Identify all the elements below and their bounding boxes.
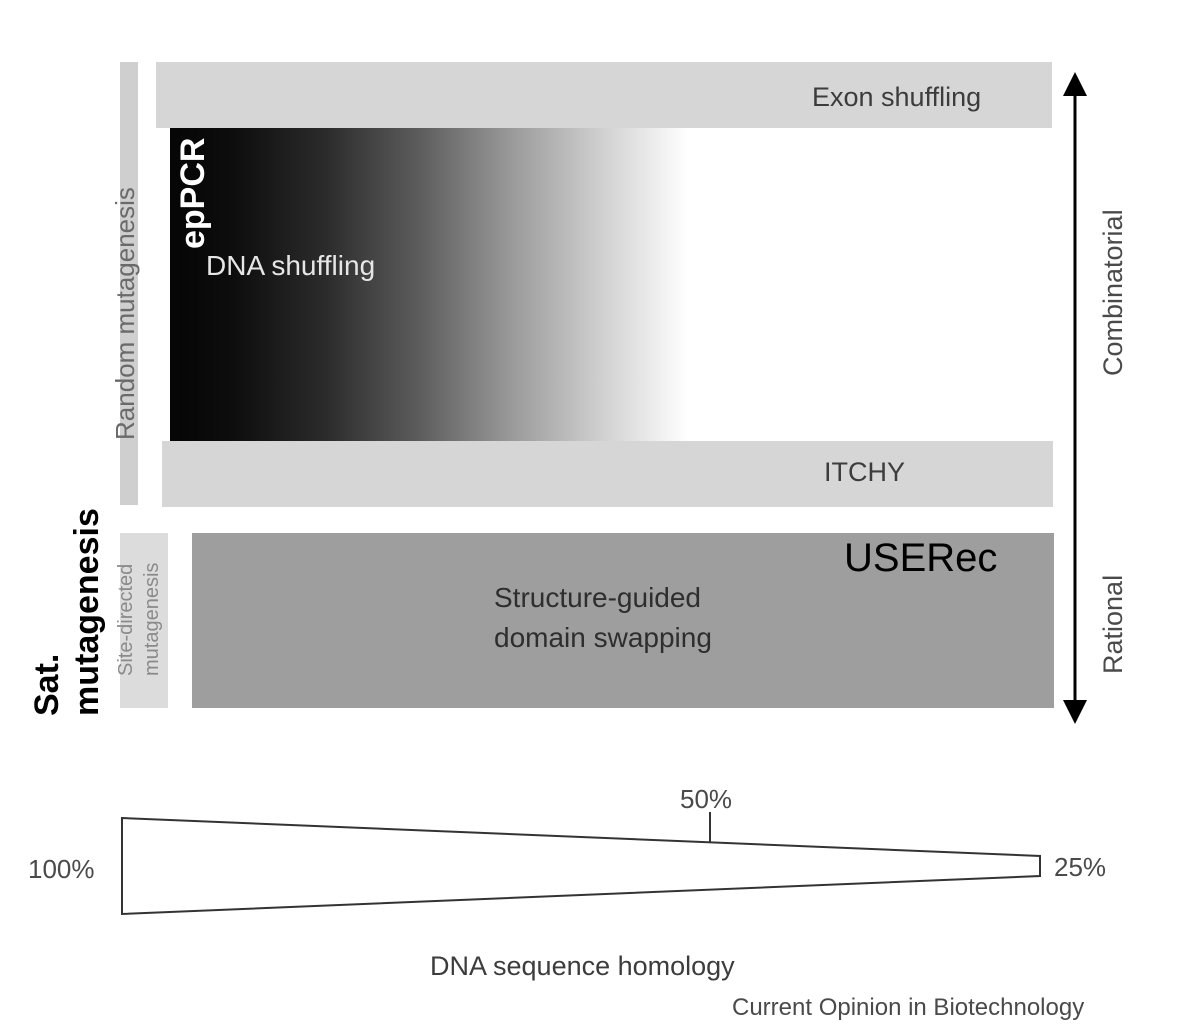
structure-guided-line1: Structure-guided bbox=[494, 582, 702, 613]
combinatorial-rational-arrow bbox=[1063, 72, 1087, 724]
itchy-label: ITCHY bbox=[824, 457, 905, 487]
itchy-band bbox=[162, 441, 1053, 507]
exon-shuffling-label: Exon shuffling bbox=[812, 82, 982, 112]
domain-swapping-band bbox=[192, 533, 1054, 708]
dna-shuffling-gradient bbox=[170, 128, 688, 441]
structure-guided-label: Structure-guided domain swapping bbox=[494, 578, 712, 658]
random-mutagenesis-bar bbox=[120, 62, 138, 505]
homology-wedge bbox=[121, 812, 1041, 916]
homology-50-label: 50% bbox=[680, 784, 733, 814]
site-directed-mutagenesis-bar bbox=[120, 533, 168, 708]
homology-25-label: 25% bbox=[1054, 852, 1107, 882]
dna-shuffling-label: DNA shuffling bbox=[206, 250, 376, 281]
exon-shuffling-band bbox=[156, 62, 1052, 128]
arrow-up-icon bbox=[1063, 72, 1087, 96]
homology-axis-title: DNA sequence homology bbox=[430, 951, 735, 981]
structure-guided-line2: domain swapping bbox=[494, 622, 712, 653]
arrow-down-icon bbox=[1063, 700, 1087, 724]
homology-100-label: 100% bbox=[28, 854, 95, 884]
source-caption: Current Opinion in Biotechnology bbox=[732, 994, 1085, 1021]
userec-label: USERec bbox=[844, 536, 998, 580]
